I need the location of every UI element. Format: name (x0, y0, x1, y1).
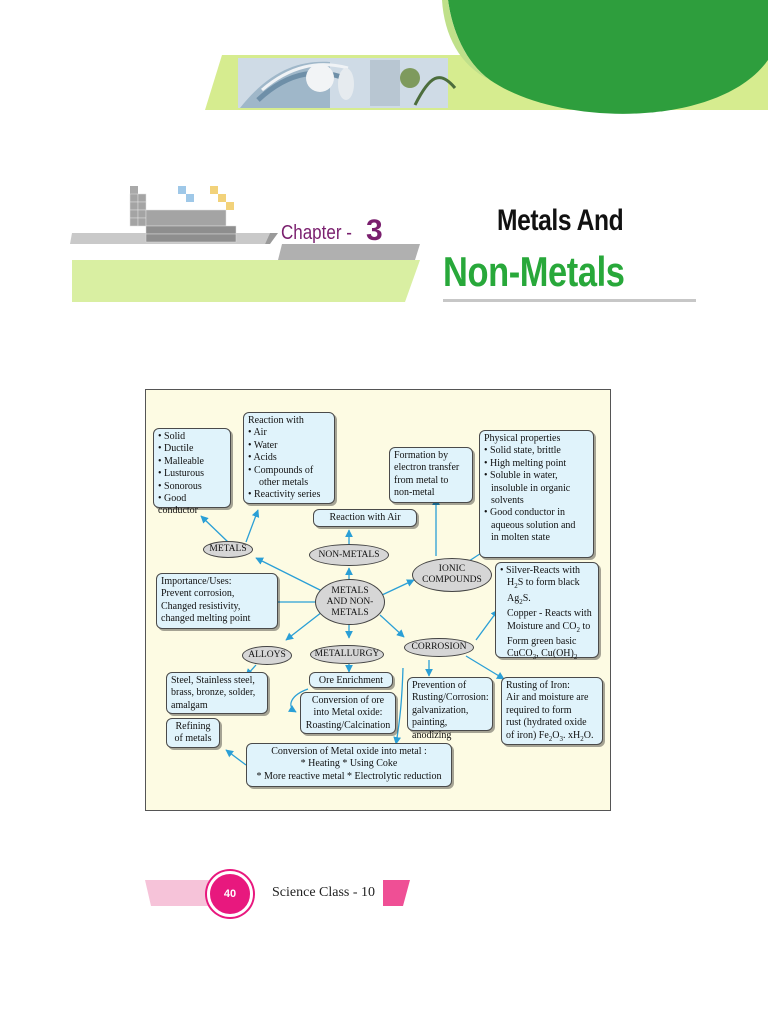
reaction-item: • Compounds of (248, 464, 314, 476)
rusting-line: rust (hydrated oxide (506, 717, 587, 729)
conversion-metal-line: * Heating * Using Coke (300, 758, 398, 770)
metal-property: • Solid (158, 431, 186, 442)
metal-property: • Lusturous (158, 468, 205, 480)
reaction-item-cont: other metals (259, 477, 309, 489)
conversion-metal-line: Conversion of Metal oxide into metal : (271, 746, 427, 757)
reaction-with-air-box: Reaction with Air (313, 509, 417, 527)
uses-line: Prevent corrosion, (161, 588, 235, 600)
copper-line: CuCO3, Cu(OH)2 (507, 648, 578, 662)
metal-property: • Ductile (158, 443, 194, 455)
uses-line: Importance/Uses: (161, 576, 232, 587)
rusting-line: required to form (506, 704, 572, 716)
physical-item: • Good conductor in (484, 507, 566, 519)
ore-enrichment-box: Ore Enrichment (309, 672, 393, 688)
formation-line: non-metal (394, 487, 435, 499)
rusting-line: of iron) Fe2O3. xH2O. (506, 729, 594, 743)
metal-properties-list: • Solid • Ductile • Malleable • Lusturou… (158, 431, 226, 518)
metal-properties-box: • Solid • Ductile • Malleable • Lusturou… (153, 428, 231, 516)
reaction-heading: Reaction with (248, 415, 304, 426)
reaction-item: • Acids (248, 452, 277, 464)
silver-line: • Silver-Reacts with (500, 565, 580, 576)
alloy-line: amalgam (171, 699, 208, 711)
uses-box: Importance/Uses: Prevent corrosion, Chan… (156, 573, 278, 629)
metal-property: • Malleable (158, 455, 204, 467)
physical-item-cont: solvents (491, 495, 524, 507)
node-center: METALS AND NON-METALS (315, 579, 385, 625)
conversion-metal-box: Conversion of Metal oxide into metal : *… (246, 743, 452, 787)
chapter-label: Chapter - (281, 222, 352, 244)
uses-line: changed melting point (161, 613, 251, 625)
physical-item: • Solid state, brittle (484, 445, 561, 457)
prevention-line: painting, anodizing (412, 717, 452, 741)
refining-box: Refining of metals (166, 718, 220, 748)
node-alloys: ALLOYS (242, 646, 292, 665)
concept-map: • Solid • Ductile • Malleable • Lusturou… (145, 389, 611, 811)
physical-item: • Soluble in water, (484, 470, 558, 482)
silver-line: Ag2S. (507, 592, 531, 606)
prevention-line: Rusting/Corrosion: (412, 692, 489, 704)
page-number-badge: 40 (207, 871, 253, 917)
node-corrosion: CORROSION (404, 638, 474, 657)
prevention-line: galvanization, (412, 704, 469, 716)
formation-line: electron transfer (394, 462, 460, 474)
physical-item-cont: aqueous solution and (491, 519, 576, 531)
formation-box: Formation by electron transfer from meta… (389, 447, 473, 503)
prevention-line: Prevention of (412, 680, 467, 691)
node-ionic-compounds: IONIC COMPOUNDS (412, 558, 492, 592)
metal-property: • Sonorous (158, 480, 202, 492)
rusting-box: Rusting of Iron: Air and moisture are re… (501, 677, 603, 745)
alloy-examples-box: Steel, Stainless steel, brass, bronze, s… (166, 672, 268, 714)
physical-item-cont: insoluble in organic (491, 482, 571, 494)
conversion-ore-box: Conversion of ore into Metal oxide: Roas… (300, 692, 396, 734)
copper-line: Moisture and CO2 to (507, 620, 591, 634)
copper-line: Form green basic (507, 636, 577, 648)
alloy-line: Steel, Stainless steel, (171, 675, 255, 686)
prevention-box: Prevention of Rusting/Corrosion: galvani… (407, 677, 493, 741)
formation-line: from metal to (394, 474, 449, 486)
node-metals: METALS (203, 541, 253, 558)
rusting-line: Air and moisture are (506, 692, 589, 704)
conversion-metal-line: * More reactive metal * Electrolytic red… (256, 770, 442, 782)
uses-line: Changed resistivity, (161, 600, 241, 612)
node-non-metals: NON-METALS (309, 544, 389, 566)
reaction-item: • Air (248, 427, 267, 439)
reaction-item: • Water (248, 439, 278, 451)
physical-properties-box: Physical properties • Solid state, britt… (479, 430, 594, 558)
chapter-title-line1: Metals And (497, 204, 624, 237)
rusting-line: Rusting of Iron: (506, 680, 570, 691)
physical-item-cont: in molten state (491, 532, 550, 544)
header-banner (205, 0, 768, 114)
footer-text: Science Class - 10 (272, 885, 376, 900)
concept-map-arrows (200, 497, 505, 766)
chapter-title-line2: Non-Metals (443, 248, 625, 295)
refining-line: of metals (174, 733, 212, 745)
chapter-number: 3 (366, 214, 383, 247)
alloy-line: brass, bronze, solder, (171, 687, 256, 699)
conversion-ore-line: into Metal oxide: (313, 707, 383, 719)
chapter-decoration (70, 186, 696, 302)
formation-line: Formation by (394, 450, 449, 461)
metal-property: • Good conductor (158, 493, 198, 517)
conversion-ore-line: Roasting/Calcination (305, 719, 391, 731)
physical-item: • High melting point (484, 457, 567, 469)
reaction-item: • Reactivity series (248, 489, 321, 501)
physical-heading: Physical properties (484, 433, 561, 444)
refining-line: Refining (175, 721, 211, 732)
reaction-with-box: Reaction with • Air • Water • Acids • Co… (243, 412, 335, 504)
copper-line: Copper - Reacts with (507, 608, 592, 620)
node-metallurgy: METALLURGY (310, 645, 384, 664)
conversion-ore-line: Conversion of ore (311, 695, 385, 706)
silver-copper-box: • Silver-Reacts with H2S to form black A… (495, 562, 599, 661)
silver-line: H2S to form black (507, 577, 580, 591)
